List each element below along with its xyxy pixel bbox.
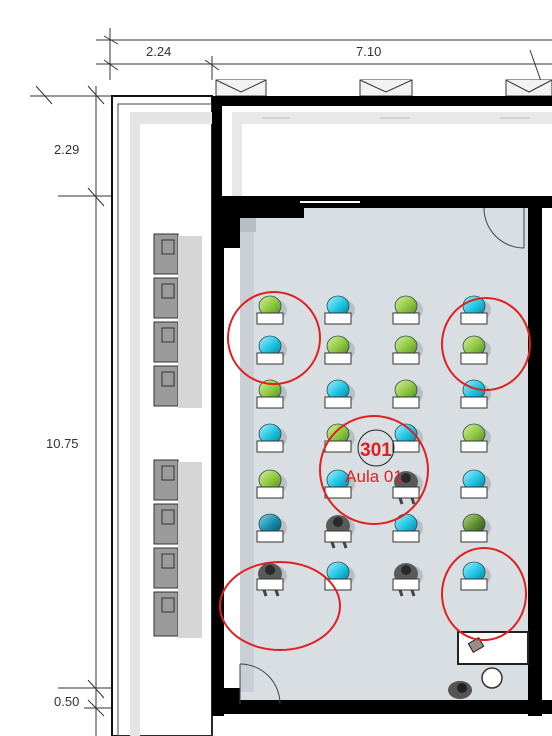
desk-top	[392, 578, 420, 591]
student-desk	[256, 295, 287, 325]
room-name: Aula 01	[345, 467, 403, 486]
room-label-ring	[357, 429, 395, 467]
desk-top	[256, 312, 284, 325]
desk-top	[460, 352, 488, 365]
dimension-left-middle: 10.75	[46, 436, 79, 451]
desk-top	[324, 440, 352, 453]
lockers-lower-inner	[161, 465, 175, 613]
desk-top	[392, 486, 420, 499]
highlight-circle-top-left	[227, 291, 321, 385]
student-desk	[256, 469, 287, 499]
student-desk	[460, 469, 491, 499]
desk-top	[392, 440, 420, 453]
student-desk	[324, 561, 355, 591]
dimension-top-left: 2.24	[146, 44, 171, 59]
desk-top	[256, 396, 284, 409]
top-windows	[215, 79, 552, 97]
desk-top	[324, 352, 352, 365]
desk-top	[460, 312, 488, 325]
desk-top	[392, 312, 420, 325]
desk-top	[324, 530, 352, 543]
highlight-circle-bottom-left	[219, 561, 341, 651]
dimension-top-right: 7.10	[356, 44, 381, 59]
door-bottom-left	[239, 663, 281, 705]
desk-grid	[256, 295, 491, 597]
student-desk	[392, 513, 423, 543]
lockers-upper-inner	[161, 239, 175, 387]
student-desk	[256, 513, 287, 543]
desk-top	[256, 530, 284, 543]
student-desk	[256, 379, 287, 409]
room-number: 301	[360, 440, 392, 461]
classroom-walls	[212, 196, 552, 716]
student-desk	[392, 471, 423, 505]
person-figure-near-door	[448, 681, 472, 699]
upper-room	[212, 96, 552, 208]
student-desk	[392, 379, 423, 409]
desk-top	[460, 396, 488, 409]
student-desk	[392, 295, 423, 325]
desk-top	[460, 530, 488, 543]
student-desk	[460, 513, 491, 543]
highlight-circle-bottom-right	[441, 547, 527, 641]
desk-top	[460, 440, 488, 453]
student-desk	[256, 563, 287, 597]
desk-top	[256, 486, 284, 499]
dimension-lines	[30, 28, 552, 736]
desk-top	[392, 530, 420, 543]
student-desk	[460, 423, 491, 453]
student-desk	[256, 423, 287, 453]
desk-top	[324, 486, 352, 499]
student-desk	[324, 515, 355, 549]
desk-top	[256, 352, 284, 365]
student-desk	[460, 335, 491, 365]
student-desk	[324, 379, 355, 409]
classroom-floor	[240, 208, 528, 700]
desk-top	[392, 396, 420, 409]
desk-top	[460, 486, 488, 499]
student-desk	[460, 561, 491, 591]
dimension-left-top: 2.29	[54, 142, 79, 157]
student-desk	[392, 423, 423, 453]
dimension-left-bottom: 0.50	[54, 694, 79, 709]
desk-top	[324, 396, 352, 409]
student-desk	[256, 335, 287, 365]
highlight-circle-center	[319, 415, 429, 525]
student-desk	[324, 335, 355, 365]
highlight-circles	[219, 291, 531, 651]
desk-top	[460, 578, 488, 591]
highlight-circle-top-right	[441, 297, 531, 391]
corridor-frame	[111, 95, 213, 736]
desk-top	[256, 578, 284, 591]
student-desk	[392, 563, 423, 597]
student-desk	[324, 469, 355, 499]
desk-top	[392, 352, 420, 365]
student-desk	[324, 295, 355, 325]
teacher-desk	[457, 631, 529, 689]
desk-top	[324, 578, 352, 591]
student-desk	[392, 335, 423, 365]
desk-top	[324, 312, 352, 325]
desk-top	[256, 440, 284, 453]
door-top-right	[483, 207, 525, 249]
locker-shadows	[178, 236, 202, 638]
